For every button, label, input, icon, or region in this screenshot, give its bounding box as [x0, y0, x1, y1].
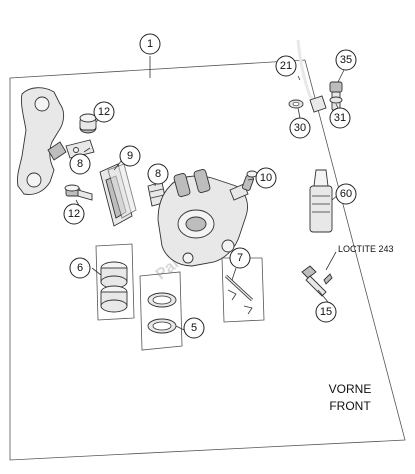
svg-text:21: 21	[280, 60, 292, 72]
callout-6: 6	[69, 257, 91, 279]
svg-text:8: 8	[77, 158, 83, 170]
svg-text:6: 6	[77, 262, 83, 274]
seal-rings	[139, 271, 183, 351]
svg-text:8: 8	[155, 168, 161, 180]
callout-31: 31	[329, 107, 351, 129]
loctite-leader	[325, 251, 337, 271]
svg-text:5: 5	[191, 322, 197, 334]
callout-7: 7	[229, 247, 251, 269]
pistons	[95, 243, 135, 321]
callout-1: 1	[139, 33, 161, 55]
guide-bolt-lower	[64, 184, 93, 201]
banjo-bolt	[329, 81, 343, 111]
callout-9: 9	[119, 145, 141, 167]
caliper-body	[157, 169, 248, 267]
callout-8-right: 8	[147, 163, 169, 185]
spring-plate-left	[65, 139, 95, 159]
svg-text:1: 1	[147, 38, 153, 50]
mounting-bolt	[301, 265, 333, 297]
washer-31	[329, 96, 343, 104]
callout-5: 5	[183, 317, 205, 339]
note-line-1: VORNE	[329, 382, 372, 396]
svg-text:31: 31	[334, 112, 346, 124]
brake-pads	[99, 163, 137, 227]
callout-60: 60	[335, 183, 357, 205]
note-line-2: FRONT	[329, 399, 371, 413]
svg-text:7: 7	[237, 252, 243, 264]
assembly-frame	[9, 59, 406, 461]
loctite-label: LOCTITE 243	[338, 244, 394, 254]
svg-text:30: 30	[294, 122, 306, 134]
caliper-bracket	[17, 87, 67, 195]
callout-15: 15	[315, 301, 337, 323]
callout-35: 35	[335, 49, 357, 71]
svg-text:9: 9	[127, 150, 133, 162]
svg-text:10: 10	[260, 172, 272, 184]
svg-text:12: 12	[68, 208, 80, 220]
callout-12-upper: 12	[93, 101, 115, 123]
svg-text:60: 60	[340, 188, 352, 200]
brake-line	[288, 39, 327, 113]
callout-21: 21	[275, 55, 297, 77]
callout-10: 10	[255, 167, 277, 189]
svg-text:12: 12	[98, 106, 110, 118]
callout-8-left: 8	[69, 153, 91, 175]
svg-text:15: 15	[320, 306, 332, 318]
callout-12-lower: 12	[63, 203, 85, 225]
svg-text:35: 35	[340, 54, 352, 66]
callout-30: 30	[289, 117, 311, 139]
bushing-upper	[79, 113, 97, 134]
brake-fluid-bottle	[309, 169, 333, 233]
